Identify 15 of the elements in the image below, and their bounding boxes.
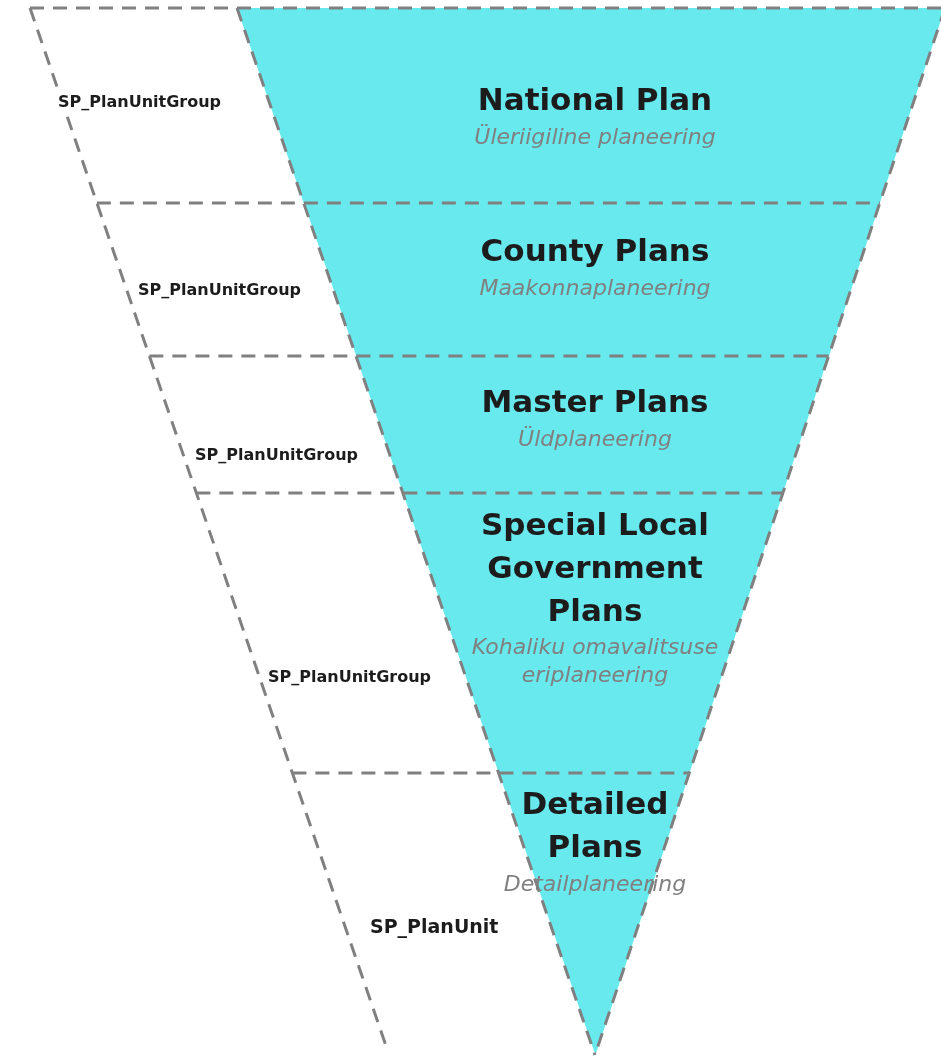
level-title: Detailed Plans xyxy=(520,784,670,866)
level-title: Special Local Government Plans xyxy=(480,505,710,630)
level-subtitle: Üleriigiline planeering xyxy=(474,122,716,151)
level-subtitle: Maakonnaplaneering xyxy=(479,273,711,302)
level-subtitle: Kohaliku omavalitsuse eriplaneering xyxy=(470,633,720,689)
funnel-band xyxy=(498,773,690,1055)
funnel-band xyxy=(237,8,941,203)
level-title: Master Plans xyxy=(481,382,709,421)
funnel-band xyxy=(356,356,829,493)
level-title: National Plan xyxy=(477,80,713,119)
class-label: SP_PlanUnit xyxy=(368,915,501,937)
funnel-band xyxy=(303,203,880,356)
class-label: SP_PlanUnitGroup xyxy=(56,91,224,111)
level-subtitle: Üldplaneering xyxy=(518,424,672,453)
level-title: County Plans xyxy=(480,231,710,270)
